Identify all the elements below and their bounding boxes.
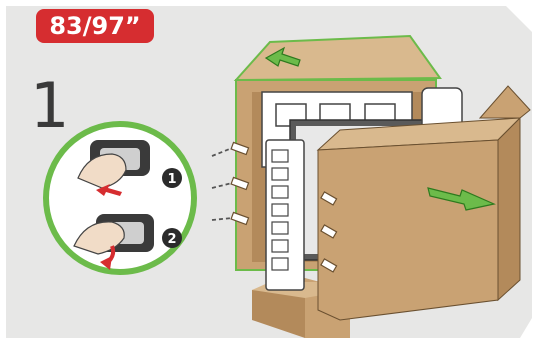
foam-left <box>266 140 304 290</box>
size-badge: 83/97” <box>36 9 154 43</box>
step-number: 1 <box>30 75 69 137</box>
substep-1-label: 1 <box>167 172 176 187</box>
substep-2-label: 2 <box>167 232 176 247</box>
detail-inset: 1 2 <box>46 124 194 272</box>
